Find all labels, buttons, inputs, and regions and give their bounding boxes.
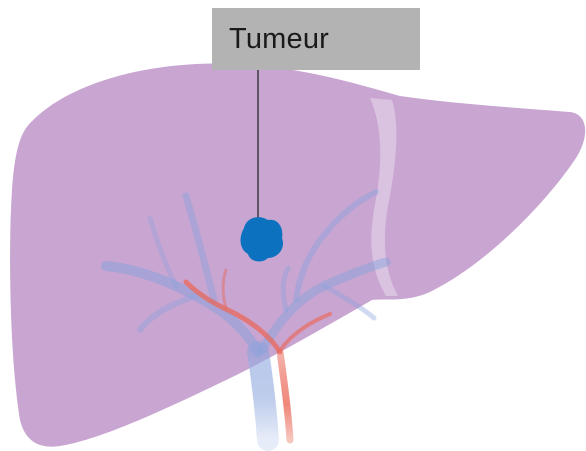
tumor-label-box: Tumeur [212,8,420,70]
liver-shape [10,64,585,447]
tumor-label: Tumeur [229,23,329,56]
